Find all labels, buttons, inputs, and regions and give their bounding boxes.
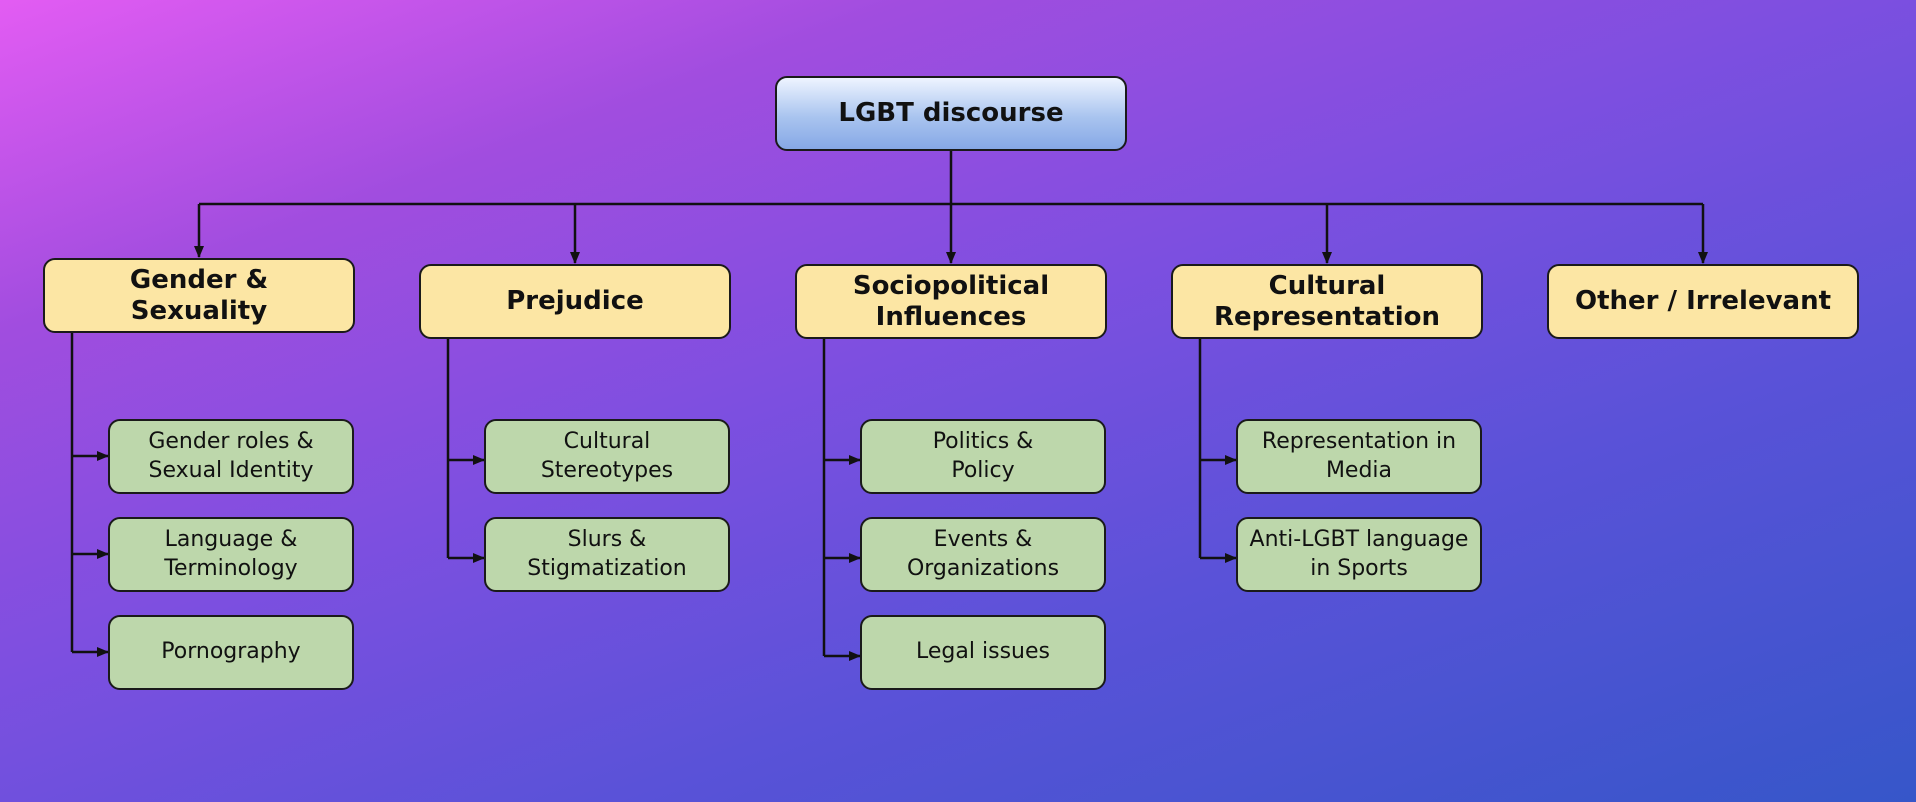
root-node: LGBT discourse: [775, 76, 1127, 151]
subcategory-pornography: Pornography: [108, 615, 354, 690]
subcategory-language-terminology: Language & Terminology: [108, 517, 354, 592]
subcategory-representation-media: Representation in Media: [1236, 419, 1482, 494]
category-cultural-representation: Cultural Representation: [1171, 264, 1483, 339]
category-gender-sexuality: Gender & Sexuality: [43, 258, 355, 333]
subcategory-politics-policy: Politics & Policy: [860, 419, 1106, 494]
category-other-irrelevant: Other / Irrelevant: [1547, 264, 1859, 339]
category-sociopolitical-influences: Sociopolitical Influences: [795, 264, 1107, 339]
subcategory-events-organizations: Events & Organizations: [860, 517, 1106, 592]
subcategory-legal-issues: Legal issues: [860, 615, 1106, 690]
subcategory-gender-roles: Gender roles & Sexual Identity: [108, 419, 354, 494]
category-prejudice: Prejudice: [419, 264, 731, 339]
subcategory-anti-lgbt-sports: Anti-LGBT language in Sports: [1236, 517, 1482, 592]
subcategory-slurs-stigmatization: Slurs & Stigmatization: [484, 517, 730, 592]
subcategory-cultural-stereotypes: Cultural Stereotypes: [484, 419, 730, 494]
